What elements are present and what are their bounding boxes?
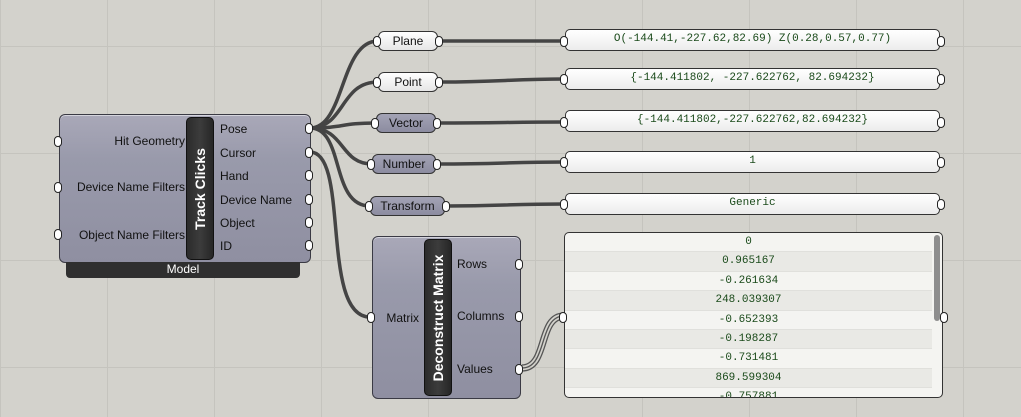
model-bar: Model	[66, 262, 300, 278]
nub-values-panel-in[interactable]	[559, 312, 567, 323]
nub-vector-panel-in[interactable]	[560, 117, 568, 128]
output-values[interactable]: Values	[457, 362, 493, 376]
deconstruct-matrix-title: Deconstruct Matrix	[430, 254, 446, 381]
nub-values-panel-out[interactable]	[940, 312, 948, 323]
wire-values-panel-2	[521, 318, 565, 372]
point-panel[interactable]: {-144.411802, -227.622762, 82.694232}	[565, 68, 940, 90]
output-hand[interactable]: Hand	[220, 169, 249, 183]
wire-values-panel-1	[521, 315, 565, 369]
values-row: -0.731481	[565, 349, 932, 369]
input-matrix[interactable]: Matrix	[386, 311, 419, 325]
track-clicks-title-bar[interactable]: Track Clicks	[186, 117, 214, 260]
transform-param[interactable]: Transform	[370, 196, 445, 216]
nub-rows-out[interactable]	[515, 259, 523, 270]
wire-pose-number	[308, 126, 374, 166]
nub-vector-panel-out[interactable]	[937, 117, 945, 128]
number-param[interactable]: Number	[372, 154, 436, 174]
values-panel-scrollbar[interactable]	[934, 235, 940, 321]
output-rows[interactable]: Rows	[457, 257, 488, 271]
nub-hit-geometry[interactable]	[54, 136, 62, 147]
deconstruct-matrix-title-bar[interactable]: Deconstruct Matrix	[424, 239, 452, 396]
nub-hand[interactable]	[305, 170, 313, 181]
nub-object[interactable]	[305, 217, 313, 228]
nub-cursor[interactable]	[305, 147, 313, 158]
input-hit-geometry[interactable]: Hit Geometry	[114, 134, 185, 148]
output-cursor[interactable]: Cursor	[220, 146, 257, 160]
nub-number-out[interactable]	[433, 159, 441, 170]
nub-matrix-in[interactable]	[367, 312, 375, 323]
nub-transform-panel-out[interactable]	[937, 199, 945, 210]
nub-plane-in[interactable]	[373, 36, 381, 47]
nub-columns-out[interactable]	[515, 311, 523, 322]
nub-point-out[interactable]	[435, 77, 443, 88]
wire-vector-panel	[436, 120, 567, 125]
nub-plane-out[interactable]	[435, 36, 443, 47]
number-panel[interactable]: 1	[565, 151, 940, 173]
wire-pose-transform	[308, 126, 372, 208]
nub-plane-panel-in[interactable]	[560, 36, 568, 47]
nub-point-panel-out[interactable]	[937, 74, 945, 85]
wire-point-panel	[438, 77, 567, 84]
nub-plane-panel-out[interactable]	[937, 36, 945, 47]
output-pose[interactable]: Pose	[220, 122, 248, 136]
nub-number-panel-in[interactable]	[560, 157, 568, 168]
wire-pose-plane	[308, 39, 380, 130]
values-row: -0.261634	[565, 272, 932, 292]
wire-pose-point	[308, 80, 380, 130]
wire-transform-panel	[445, 202, 567, 208]
nub-pose[interactable]	[305, 123, 313, 134]
values-row: 248.039307	[565, 291, 932, 311]
nub-number-in[interactable]	[367, 159, 375, 170]
track-clicks-component[interactable]: Hit Geometry Device Name Filters Object …	[59, 114, 311, 263]
nub-transform-in[interactable]	[365, 201, 373, 212]
plane-panel[interactable]: O(-144.41,-227.62,82.69) Z(0.28,0.57,0.7…	[565, 29, 940, 51]
input-device-name-filters[interactable]: Device Name Filters	[76, 180, 185, 194]
track-clicks-title: Track Clicks	[192, 147, 208, 230]
wire-cursor-matrix	[308, 150, 372, 319]
values-row: -0.198287	[565, 329, 932, 350]
values-panel[interactable]: 0 0.965167 -0.261634 248.039307 -0.65239…	[564, 232, 943, 398]
output-id[interactable]: ID	[220, 239, 232, 253]
values-row: 869.599304	[565, 368, 932, 389]
nub-vector-out[interactable]	[433, 118, 441, 129]
nub-number-panel-out[interactable]	[937, 157, 945, 168]
vector-param[interactable]: Vector	[376, 113, 436, 133]
wire-values-panel-3	[521, 312, 565, 366]
deconstruct-matrix-component[interactable]: Matrix Deconstruct Matrix Rows Columns V…	[372, 236, 521, 399]
nub-vector-in[interactable]	[371, 118, 379, 129]
values-row: 0.965167	[565, 252, 932, 272]
nub-device-name-filters[interactable]	[54, 182, 62, 193]
transform-panel[interactable]: Generic	[565, 193, 940, 215]
nub-point-in[interactable]	[373, 77, 381, 88]
values-row: -0.652393	[565, 311, 932, 330]
plane-param[interactable]: Plane	[378, 31, 438, 51]
wire-pose-vector	[308, 121, 378, 130]
nub-id[interactable]	[305, 240, 313, 251]
output-device-name[interactable]: Device Name	[220, 193, 293, 207]
output-object[interactable]: Object	[220, 216, 255, 230]
point-param[interactable]: Point	[378, 72, 438, 92]
vector-panel[interactable]: {-144.411802,-227.622762,82.694232}	[565, 110, 940, 132]
nub-point-panel-in[interactable]	[560, 74, 568, 85]
wire-number-panel	[436, 160, 567, 166]
input-object-name-filters[interactable]: Object Name Filters	[78, 228, 185, 242]
nub-transform-out[interactable]	[442, 201, 450, 212]
nub-object-name-filters[interactable]	[54, 229, 62, 240]
nub-values-out[interactable]	[515, 364, 523, 375]
nub-device-name[interactable]	[305, 194, 313, 205]
values-row: -0.757881	[565, 388, 932, 397]
output-columns[interactable]: Columns	[457, 309, 505, 323]
values-row: 0	[565, 233, 932, 253]
nub-transform-panel-in[interactable]	[560, 199, 568, 210]
